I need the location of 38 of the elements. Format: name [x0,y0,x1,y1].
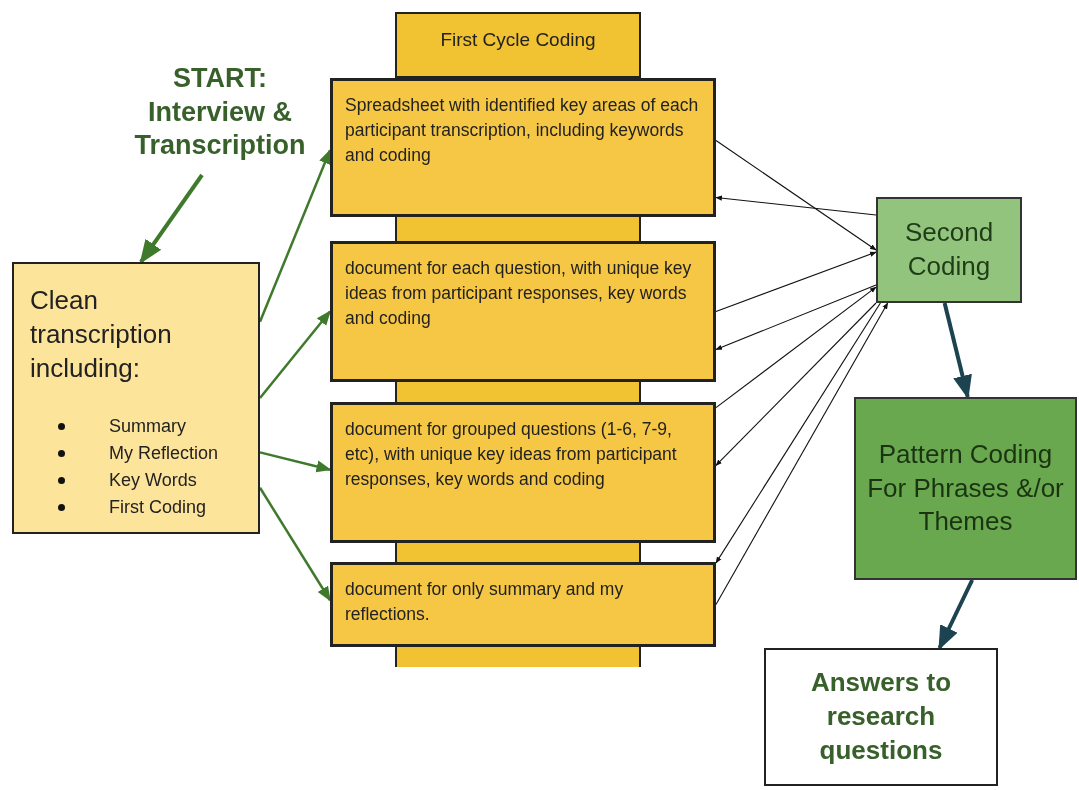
arrow [259,451,332,473]
coding-band [395,12,641,78]
box-text: document for grouped questions (1-6, 7-9, etc), with unique key ideas from participant responses, key words and coding [345,419,677,489]
arrow [258,487,332,602]
arrow [139,173,204,264]
box-heading: Clean transcription including: [30,284,173,385]
arrow [259,310,331,399]
process-box [330,241,716,382]
box-text: Spreadsheet with identified key areas of each participant transcription, including keywords and coding [345,95,699,165]
arrow [258,148,332,323]
arrow [715,302,881,564]
process-box [330,562,716,647]
arrow [937,579,974,651]
start-heading: START: Interview & Transcription [133,61,307,163]
arrow [715,286,877,409]
process-box [330,78,716,217]
box-text: Pattern Coding For Phrases &/or Themes [866,437,1065,539]
arrow [715,302,877,466]
process-box [330,402,716,543]
process-box [854,397,1077,580]
result-box [764,648,998,786]
arrow [715,195,877,216]
bullet-item: First Coding [58,494,242,522]
box-text: Answers to research questions [809,666,953,767]
box-text: document for only summary and my reflections. [345,579,624,624]
arrow [715,251,877,313]
band-heading: First Cycle Coding [440,28,596,52]
bullet-item: Key Words [58,467,242,495]
process-box [12,262,260,534]
bullet-item: Summary [58,413,242,441]
process-box [876,197,1022,303]
arrow [715,140,877,251]
box-text: document for each question, with unique key ideas from participant responses, key words and coding [345,258,692,328]
bullet-item: My Reflection [58,440,242,468]
arrow [942,302,972,400]
arrow [715,284,877,351]
arrow [715,302,889,606]
box-text: Second Coding [903,216,995,283]
